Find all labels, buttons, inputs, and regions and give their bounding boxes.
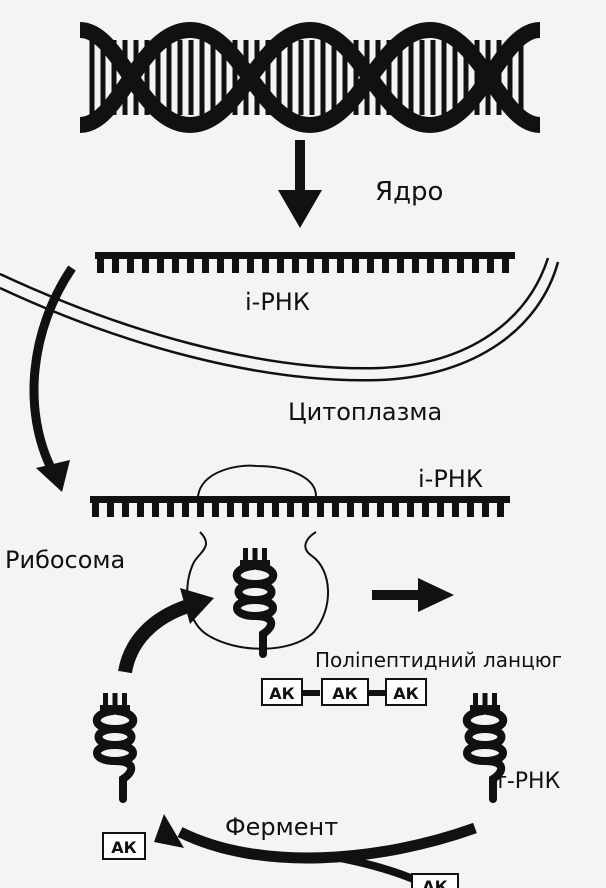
nucleotide-tooth xyxy=(307,259,314,273)
nucleotide-tooth xyxy=(212,503,219,517)
nucleotide-tooth xyxy=(437,503,444,517)
cytoplasm-label: Цитоплазма xyxy=(288,398,442,426)
nucleotide-tooth xyxy=(337,259,344,273)
mrna-export-arrow xyxy=(29,265,76,492)
nucleus-label: Ядро xyxy=(375,177,443,207)
amino-acid-label: АК xyxy=(332,684,357,703)
nucleotide-tooth xyxy=(232,259,239,273)
nuclear-membrane xyxy=(0,257,560,382)
amino-acid-label: АК xyxy=(422,877,447,888)
amino-acid-label: АК xyxy=(269,684,294,703)
enzyme-label: Фермент xyxy=(225,813,338,841)
nucleotide-tooth xyxy=(497,503,504,517)
nucleotide-tooth xyxy=(412,259,419,273)
nucleotide-tooth xyxy=(457,259,464,273)
mrna-strand-top xyxy=(95,252,515,273)
trna-label: т-РНК xyxy=(494,769,561,794)
nucleotide-tooth xyxy=(467,503,474,517)
nucleotide-tooth xyxy=(257,503,264,517)
nucleotide-tooth xyxy=(112,259,119,273)
nucleotide-tooth xyxy=(367,259,374,273)
ribosome-label: Рибосома xyxy=(5,546,125,574)
trna-in-ribosome xyxy=(237,548,274,654)
nucleotide-tooth xyxy=(302,503,309,517)
nucleotide-tooth xyxy=(472,259,479,273)
nucleotide-tooth xyxy=(142,259,149,273)
mrna-top-label: і-РНК xyxy=(245,288,310,316)
trna-delivery-arrow xyxy=(118,588,214,674)
amino-acid-box xyxy=(385,678,427,706)
nucleotide-tooth xyxy=(197,503,204,517)
nucleotide-tooth xyxy=(407,503,414,517)
nucleotide-tooth xyxy=(382,259,389,273)
nucleotide-tooth xyxy=(187,259,194,273)
nucleotide-tooth xyxy=(392,503,399,517)
nucleotide-tooth xyxy=(242,503,249,517)
nucleotide-tooth xyxy=(277,259,284,273)
ribosome xyxy=(186,464,329,650)
nucleotide-tooth xyxy=(92,503,99,517)
nucleotide-tooth xyxy=(352,259,359,273)
nucleotide-tooth xyxy=(157,259,164,273)
nucleotide-tooth xyxy=(317,503,324,517)
nucleotide-tooth xyxy=(227,503,234,517)
nucleotide-tooth xyxy=(217,259,224,273)
incoming-amino-acid: АК xyxy=(411,873,459,888)
amino-acid-box xyxy=(321,678,369,706)
nucleotide-tooth xyxy=(422,503,429,517)
nucleotide-tooth xyxy=(272,503,279,517)
amino-acid-box xyxy=(102,832,146,860)
nucleotide-tooth xyxy=(502,259,509,273)
nucleotide-tooth xyxy=(427,259,434,273)
trna-with-amino-acid: АК xyxy=(97,693,146,860)
nucleotide-tooth xyxy=(287,503,294,517)
nucleotide-tooth xyxy=(97,259,104,273)
nucleotide-tooth xyxy=(137,503,144,517)
nucleotide-tooth xyxy=(182,503,189,517)
mrna-strand-ribosome xyxy=(90,496,510,517)
amino-acid-label: АК xyxy=(111,838,136,857)
transcription-arrow xyxy=(278,140,322,228)
nucleotide-tooth xyxy=(122,503,129,517)
translation-direction-arrow xyxy=(372,578,454,612)
nucleotide-tooth xyxy=(152,503,159,517)
enzyme-arrow xyxy=(154,814,477,886)
nucleotide-tooth xyxy=(107,503,114,517)
nucleotide-tooth xyxy=(347,503,354,517)
nucleotide-tooth xyxy=(127,259,134,273)
nucleotide-tooth xyxy=(482,503,489,517)
nucleotide-tooth xyxy=(247,259,254,273)
nucleotide-tooth xyxy=(292,259,299,273)
polypeptide-label: Поліпептидний ланцюг xyxy=(315,648,562,672)
polypeptide-chain: АК АК АК xyxy=(261,678,427,706)
amino-acid-box xyxy=(261,678,303,706)
nucleotide-tooth xyxy=(442,259,449,273)
nucleotide-tooth xyxy=(452,503,459,517)
nucleotide-tooth xyxy=(332,503,339,517)
amino-acid-label: АК xyxy=(393,684,418,703)
mrna-ribosome-label: і-РНК xyxy=(418,465,483,493)
nucleotide-tooth xyxy=(167,503,174,517)
nucleotide-tooth xyxy=(322,259,329,273)
nucleotide-tooth xyxy=(487,259,494,273)
amino-acid-box xyxy=(411,873,459,888)
nucleotide-tooth xyxy=(362,503,369,517)
nucleotide-tooth xyxy=(202,259,209,273)
nucleotide-tooth xyxy=(397,259,404,273)
dna-helix xyxy=(78,21,542,134)
nucleotide-tooth xyxy=(172,259,179,273)
nucleotide-tooth xyxy=(262,259,269,273)
nucleotide-tooth xyxy=(377,503,384,517)
